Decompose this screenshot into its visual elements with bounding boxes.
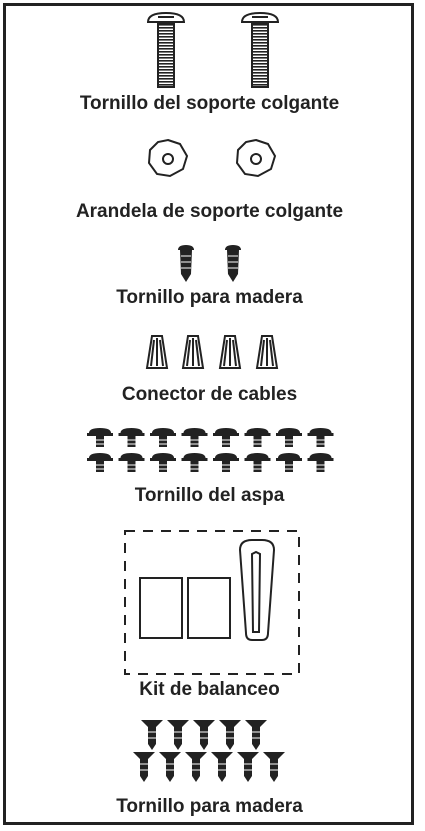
- blade-screw: [213, 428, 239, 447]
- balancing-kit-icon: [124, 530, 300, 675]
- blade-screw: [118, 428, 145, 447]
- item-label-wire-connector: Conector de cables: [121, 384, 298, 405]
- blade-screw-icon: [87, 428, 334, 472]
- blade-screw: [87, 453, 113, 472]
- blade-screw: [244, 428, 271, 447]
- wood-screw-icon: [178, 245, 241, 282]
- hanger-bracket-washer-icon: [147, 138, 277, 178]
- flat-head-screw: [237, 752, 259, 782]
- blade-screw: [181, 428, 208, 447]
- blade-screw: [150, 453, 176, 472]
- flat-head-screw: [185, 752, 207, 782]
- flat-head-screw: [219, 720, 241, 750]
- flat-head-screw: [263, 752, 285, 782]
- flat-head-screw: [167, 720, 189, 750]
- blade-screw: [244, 453, 271, 472]
- blade-screw: [213, 453, 239, 472]
- item-label-blade-screw: Tornillo del aspa: [134, 485, 285, 506]
- flat-head-screw: [211, 752, 233, 782]
- item-label-hanger-screw: Tornillo del soporte colgante: [79, 93, 340, 114]
- wire-connector-icon: [145, 335, 279, 369]
- blade-screw: [307, 428, 334, 447]
- flat-head-screw: [141, 720, 163, 750]
- blade-screw: [150, 428, 176, 447]
- item-label-wood-screw: Tornillo para madera: [116, 287, 303, 308]
- wood-screw-flat-icon: [133, 720, 285, 782]
- blade-screw: [276, 453, 302, 472]
- blade-screw: [181, 453, 208, 472]
- flat-head-screw: [159, 752, 181, 782]
- flat-head-screw: [193, 720, 215, 750]
- parts-list-frame: [3, 3, 414, 825]
- blade-screw: [307, 453, 334, 472]
- hanger-bracket-screw-icon: [146, 11, 280, 88]
- item-label-balancing-kit: Kit de balanceo: [139, 679, 280, 700]
- flat-head-screw: [133, 752, 155, 782]
- blade-screw: [87, 428, 113, 447]
- blade-screw: [276, 428, 302, 447]
- flat-head-screw: [245, 720, 267, 750]
- item-label-wood-screw-flat: Tornillo para madera: [116, 796, 303, 817]
- item-label-hanger-washer: Arandela de soporte colgante: [75, 201, 344, 222]
- blade-screw: [118, 453, 145, 472]
